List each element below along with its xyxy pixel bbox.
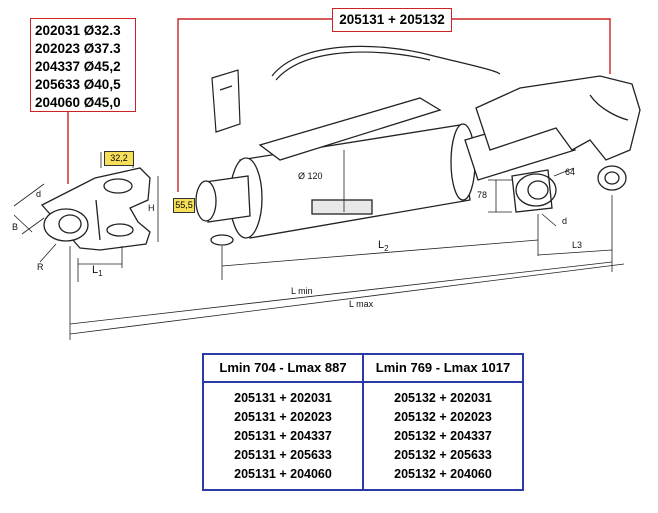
table-header-row: Lmin 704 - Lmax 887 Lmin 769 - Lmax 1017: [202, 353, 524, 383]
clevis-fork-drawing: [40, 167, 151, 251]
dim-l2: L2: [378, 239, 389, 253]
parts-list-item: 205633 Ø40,5: [35, 77, 121, 92]
dim-64: 64: [565, 167, 576, 177]
table-body-row: 205131 + 202031 205131 + 202023 205131 +…: [202, 381, 524, 491]
table-column-list: 205131 + 202031 205131 + 202023 205131 +…: [202, 381, 364, 491]
dim-diameter: Ø 120: [298, 171, 323, 181]
dim-l2-sub: 2: [384, 244, 389, 254]
dim-l1-main: L: [92, 264, 99, 276]
table-cell: 205132 + 204060: [394, 467, 492, 481]
dim-b: B: [12, 222, 19, 232]
dim-d-right: d: [562, 216, 568, 226]
dim-h: H: [148, 203, 155, 213]
dim-l1-sub: 1: [98, 269, 103, 279]
callout-lines: [67, 18, 611, 192]
table-cell: 205131 + 205633: [234, 448, 332, 462]
combination-table: Lmin 704 - Lmax 887 Lmin 769 - Lmax 1017…: [202, 353, 524, 491]
table-cell: 205131 + 204337: [234, 429, 332, 443]
parts-list-item: 204060 Ø45,0: [35, 95, 121, 110]
clevis-dimensions: [13, 152, 159, 282]
dim-l3: L3: [572, 240, 583, 250]
hook-end-drawing: [475, 75, 641, 191]
table-cell: 205131 + 202031: [234, 391, 332, 405]
table-header: Lmin 704 - Lmax 887: [202, 353, 364, 383]
table-cell: 205132 + 202023: [394, 410, 492, 424]
combo-title: 205131 + 205132: [332, 8, 452, 32]
table-cell: 205131 + 204060: [234, 467, 332, 481]
height-label: 55,5: [173, 198, 195, 213]
dim-lmax: L max: [349, 299, 374, 309]
parts-list-item: 204337 Ø45,2: [35, 59, 121, 74]
dim-r: R: [37, 262, 44, 272]
table-cell: 205132 + 204337: [394, 429, 492, 443]
parts-list-item: 202023 Ø37.3: [35, 41, 121, 56]
table-cell: 205132 + 202031: [394, 391, 492, 405]
table-cell: 205132 + 205633: [394, 448, 492, 462]
parts-list-item: 202031 Ø32.3: [35, 23, 121, 38]
hydraulic-cylinder-drawing: [195, 97, 576, 246]
hose-drawing: [211, 45, 501, 133]
dim-l2-main: L: [378, 239, 385, 251]
table-cell: 205131 + 202023: [234, 410, 332, 424]
dim-lmin: L min: [291, 286, 313, 296]
dim-d-left: d: [36, 189, 42, 199]
table-column-list: 205132 + 202031 205132 + 202023 205132 +…: [362, 381, 524, 491]
parts-list: 202031 Ø32.3 202023 Ø37.3 204337 Ø45,2 2…: [30, 18, 136, 112]
table-header: Lmin 769 - Lmax 1017: [362, 353, 524, 383]
width-label: 32,2: [104, 151, 134, 166]
dim-78: 78: [477, 190, 488, 200]
main-dimensions: [69, 150, 625, 340]
dim-l1: L1: [92, 264, 103, 278]
